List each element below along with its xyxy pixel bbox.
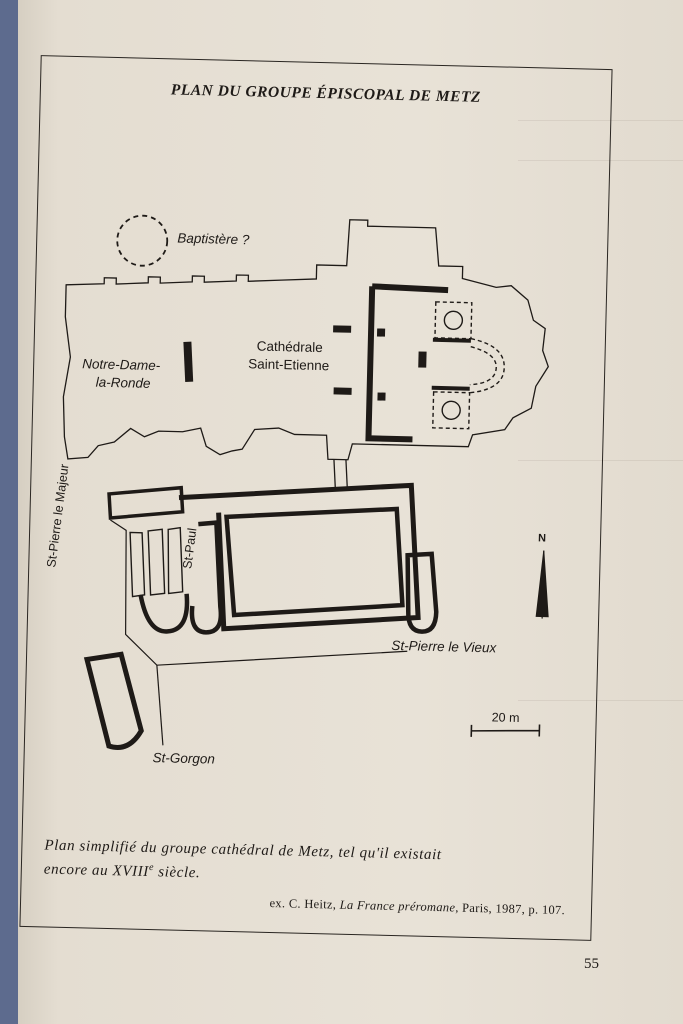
site-line	[156, 665, 164, 746]
label-notre-dame-1: Notre-Dame-	[82, 356, 161, 374]
label-north: N	[537, 532, 547, 545]
label-st-pierre-vieux: St-Pierre le Vieux	[391, 637, 497, 656]
nave-pier	[333, 387, 352, 395]
cloister-inner	[224, 506, 405, 618]
st-pierre-majeur-apse	[138, 593, 190, 634]
notre-dame-wall	[183, 341, 194, 382]
bleed-line	[518, 700, 683, 701]
north-arrow-head	[535, 550, 549, 618]
bleed-line	[518, 160, 683, 161]
source-prefix: ex. C. Heitz,	[269, 895, 340, 912]
caption-line-2-start: encore au XVIII	[43, 861, 150, 881]
source-suffix: , Paris, 1987, p. 107.	[455, 900, 566, 918]
choir-pier	[377, 392, 386, 401]
label-notre-dame-2: la-Ronde	[95, 374, 151, 391]
scale-bar	[470, 724, 541, 737]
apse-outline	[469, 346, 497, 386]
cloister-outer	[178, 482, 421, 632]
apse-outline	[469, 338, 505, 394]
floor-plan	[62, 214, 549, 750]
label-baptistere: Baptistère ?	[177, 230, 250, 248]
st-pierre-majeur-body	[129, 526, 184, 598]
source-title: La France préromane	[339, 897, 456, 915]
site-line	[110, 519, 408, 666]
st-paul	[189, 520, 224, 635]
page-number: 55	[584, 956, 599, 972]
choir-wall	[431, 385, 470, 391]
tower-circle	[443, 310, 464, 331]
book-page: PLAN DU GROUPE ÉPISCOPAL DE METZ	[18, 0, 683, 1024]
figure-frame: PLAN DU GROUPE ÉPISCOPAL DE METZ	[19, 55, 613, 941]
tower-outline	[434, 301, 473, 340]
choir-wall	[372, 283, 449, 294]
nave-pier	[333, 325, 352, 333]
choir-wall	[365, 286, 413, 443]
tower-circle	[441, 400, 461, 420]
label-scale: 20 m	[491, 710, 520, 726]
choir-pier	[418, 351, 427, 368]
caption-line-2-end: siècle.	[153, 864, 201, 882]
label-st-gorgon: St-Gorgon	[152, 750, 216, 767]
st-pierre-vieux	[405, 551, 439, 634]
tower-outline	[432, 391, 471, 430]
bleed-line	[518, 460, 683, 461]
choir-pier	[376, 328, 386, 337]
st-pierre-majeur	[107, 485, 185, 520]
baptistery-outline	[116, 214, 169, 267]
choir-wall	[432, 337, 471, 343]
bleed-line	[518, 120, 683, 121]
label-cathedrale-1: Cathédrale	[256, 338, 323, 356]
cloister-link	[333, 459, 348, 488]
label-cathedrale-2: Saint-Etienne	[248, 356, 330, 374]
st-gorgon	[83, 651, 144, 750]
cathedral-outline	[62, 219, 549, 461]
